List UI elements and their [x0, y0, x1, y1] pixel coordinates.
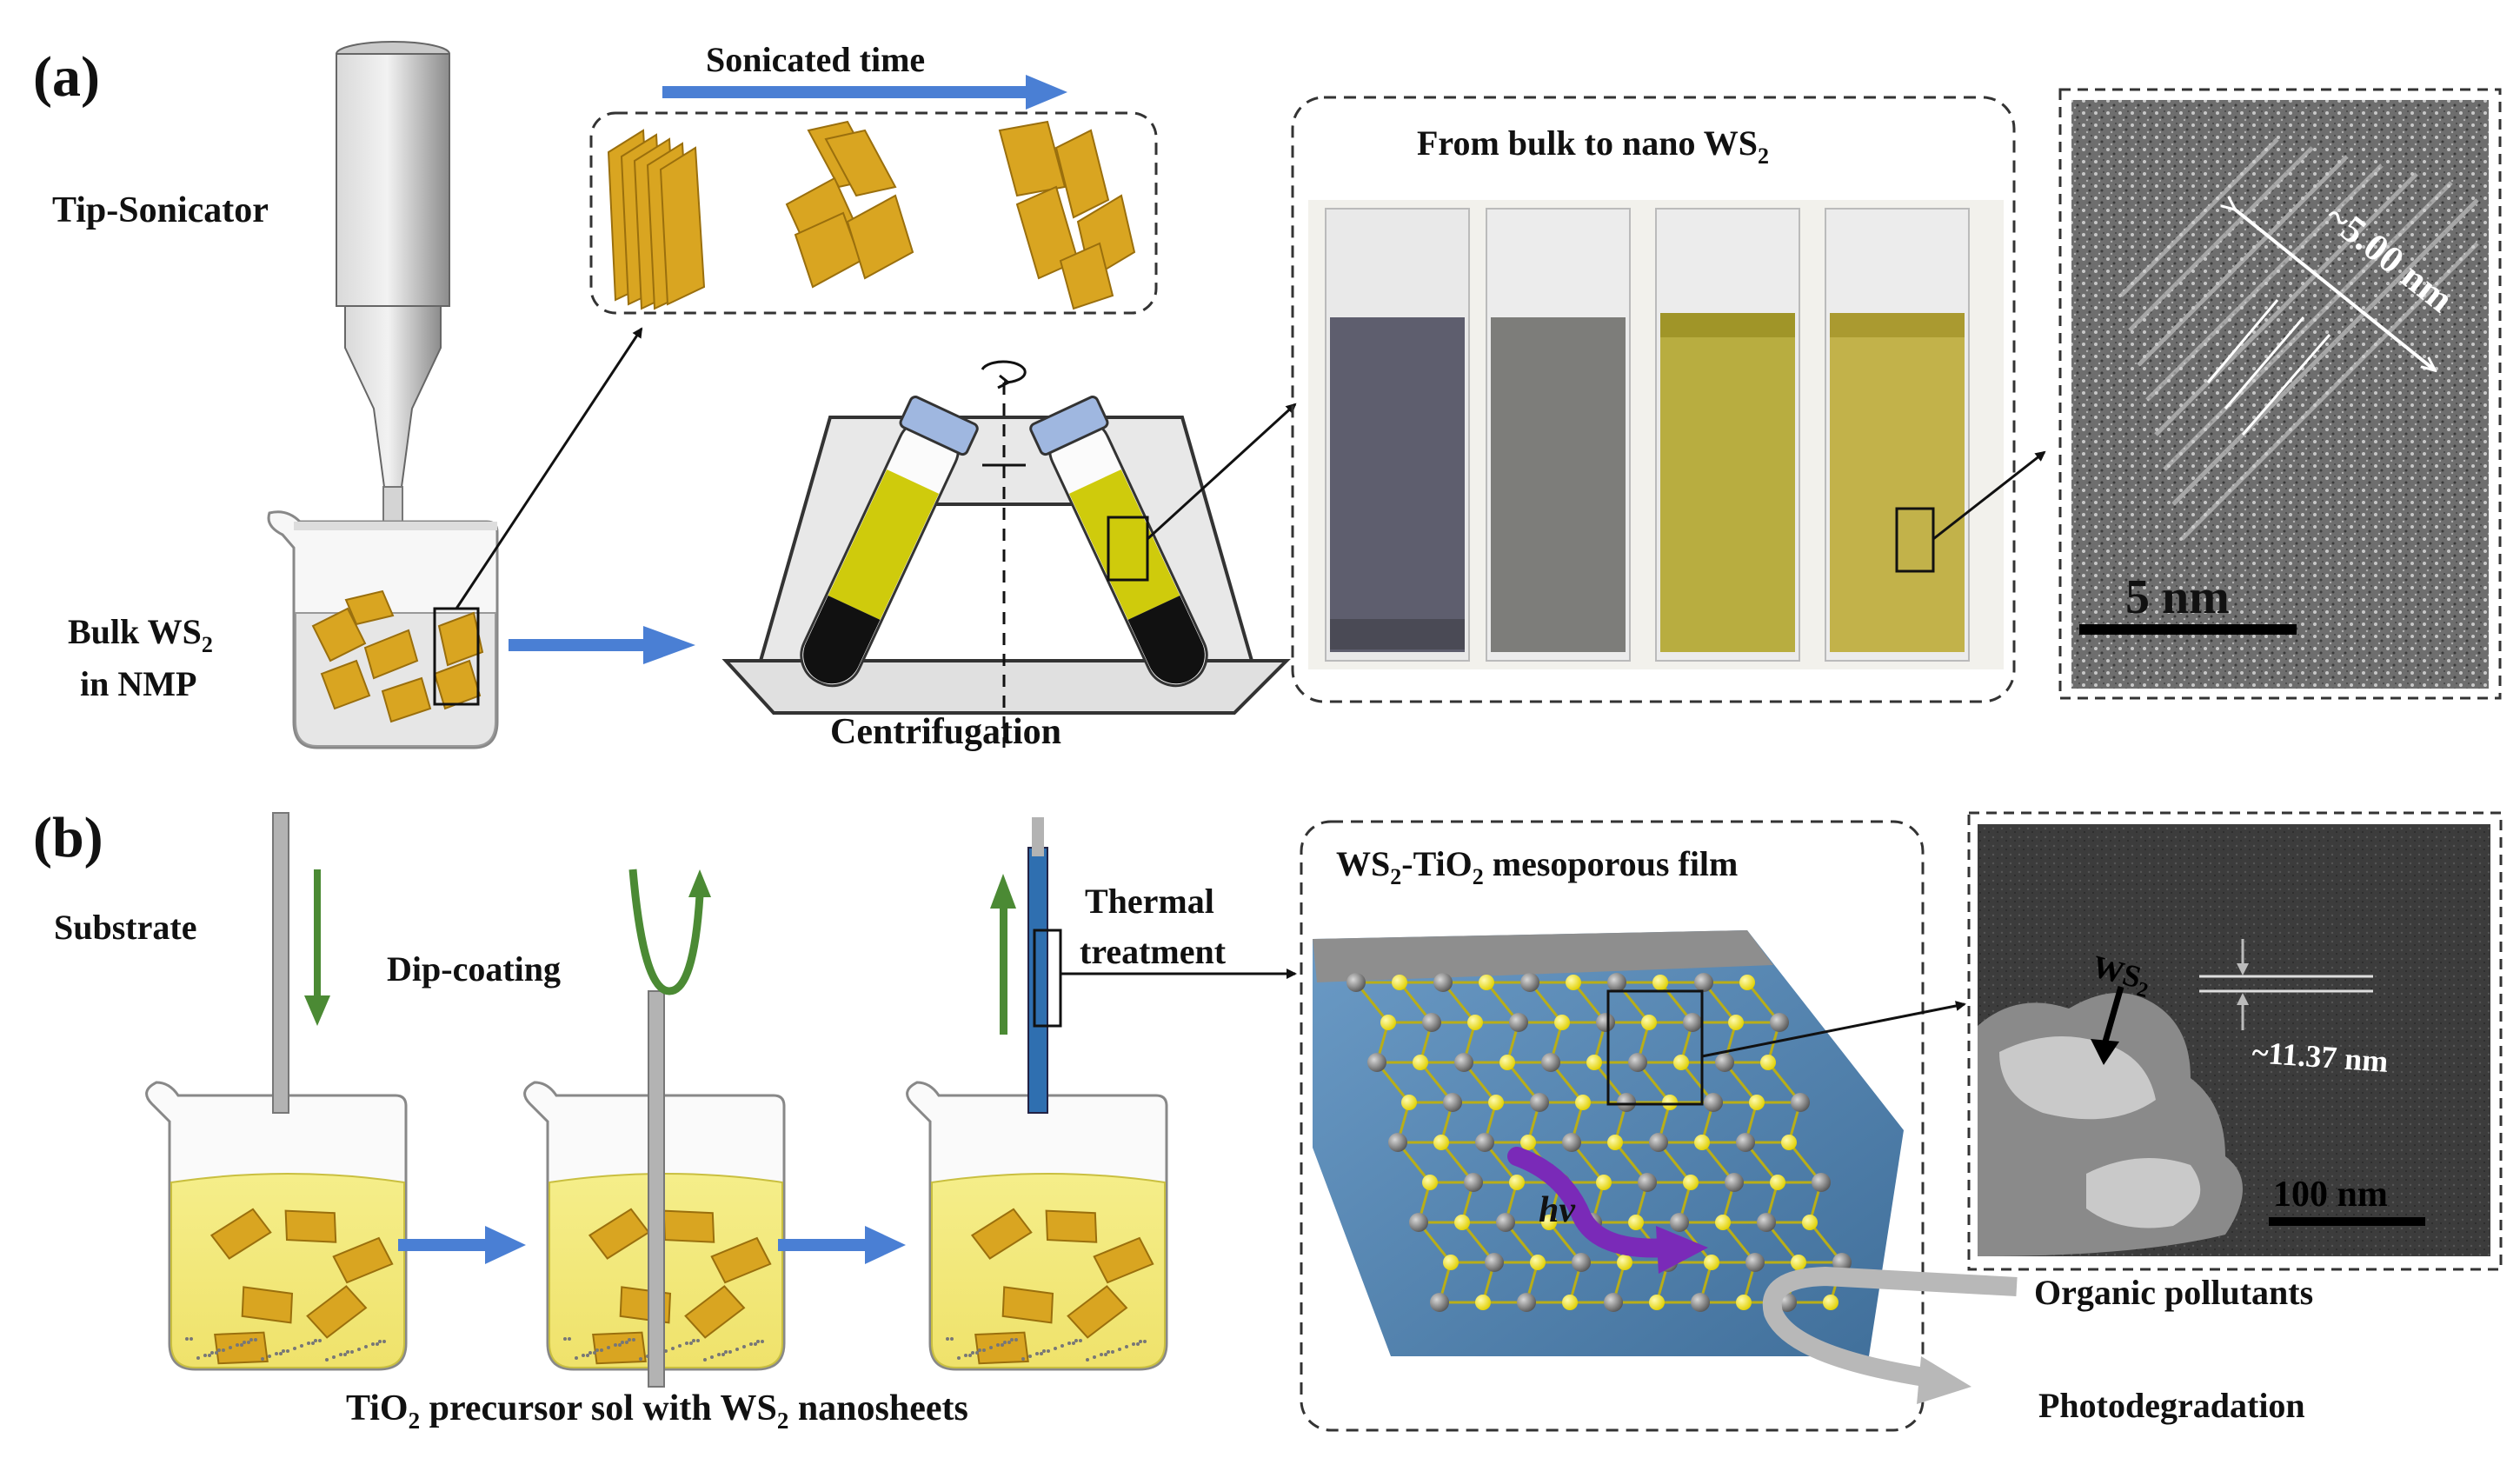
panel-b: (b) Substrate Dip-coating Thermal treatm…	[33, 806, 2503, 1434]
beaker-2-icon	[523, 1081, 786, 1371]
beaker-1-icon	[145, 1081, 408, 1371]
substrate-slide-3-icon	[1027, 817, 1062, 1114]
thermal-label-line2: treatment	[1080, 932, 1227, 971]
svg-text:TiO2 precursor sol with WS2 na: TiO2 precursor sol with WS2 nanosheets	[346, 1388, 968, 1434]
tem-image	[2071, 100, 2489, 689]
sonication-stages-box	[589, 111, 1158, 315]
svg-text:Bulk WS2: Bulk WS2	[68, 612, 213, 657]
sonicated-time-label: Sonicated time	[706, 40, 925, 79]
panel-a: (a) Tip-Sonicator Bu	[33, 40, 2502, 752]
thermal-up-arrow-icon	[990, 874, 1016, 1035]
tem-scale-label: 5 nm	[2125, 570, 2230, 624]
photodegradation-label: Photodegradation	[2038, 1386, 2305, 1425]
substrate-down-arrow-icon	[304, 869, 330, 1026]
thermal-label-line1: Thermal	[1085, 882, 1214, 921]
cuvettes-box	[1291, 96, 2016, 703]
flake-stack-stage1-icon	[607, 129, 706, 310]
film-box	[1300, 820, 1925, 1432]
precursor-sol-label: TiO2 precursor sol with WS2 nanosheets	[346, 1388, 968, 1434]
pollutant-arrow-icon	[1762, 1266, 2018, 1404]
process-arrow-beaker-2-3	[778, 1226, 906, 1264]
process-arrow-to-centrifuge	[509, 626, 695, 664]
dip-coating-label: Dip-coating	[387, 949, 561, 989]
sem-scale-label: 100 nm	[2273, 1175, 2388, 1215]
flake-stack-stage2-icon	[785, 120, 914, 289]
sem-frame	[1967, 811, 2503, 1271]
sonicated-time-arrow	[662, 75, 1067, 110]
process-arrow-beaker-1-2	[398, 1226, 526, 1264]
beaker-bulk-ws2-icon	[267, 510, 499, 749]
bulk-ws2-label: Bulk WS2 in NMP	[68, 612, 213, 703]
callout-sonication-arrow	[455, 327, 643, 609]
hv-label: hv	[1539, 1190, 1576, 1230]
tem-frame	[2058, 88, 2502, 700]
light-arrow-icon	[1507, 1147, 1708, 1274]
bulk-to-nano-title: From bulk to nano WS2	[1417, 123, 1769, 169]
substrate-label: Substrate	[54, 908, 196, 947]
substrate-slide-1-icon	[272, 812, 289, 1114]
sem-image	[1978, 824, 2490, 1256]
cuvette-photo	[1308, 200, 2004, 669]
svg-text:in NMP: in NMP	[80, 664, 196, 703]
callout-tem-arrow	[1932, 450, 2046, 541]
substrate-slide-2-icon	[648, 990, 665, 1388]
callout-sem-arrow	[1701, 1001, 1966, 1058]
svg-text:WS2-TiO2 mesoporous film: WS2-TiO2 mesoporous film	[1336, 844, 1738, 889]
tip-sonicator-label: Tip-Sonicator	[52, 190, 269, 230]
dip-coating-arrow-icon	[628, 869, 711, 995]
panel-b-label: (b)	[33, 806, 103, 869]
ws2-lattice	[1346, 973, 1852, 1312]
flake-stack-stage3-icon	[998, 120, 1136, 310]
beaker-3-icon	[906, 1081, 1168, 1371]
dip-coating-beakers	[145, 1081, 1168, 1371]
organic-pollutants-label: Organic pollutants	[2034, 1273, 2313, 1312]
callout-cuvette-arrow	[1146, 403, 1297, 541]
panel-a-label: (a)	[33, 45, 100, 109]
centrifugation-label: Centrifugation	[830, 712, 1061, 752]
lattice-zoom-box	[1606, 989, 1704, 1106]
film-title: WS2-TiO2 mesoporous film	[1336, 844, 1738, 889]
centrifuge-icon	[721, 360, 1291, 748]
svg-text:From bulk to nano WS2: From bulk to nano WS2	[1417, 123, 1769, 169]
